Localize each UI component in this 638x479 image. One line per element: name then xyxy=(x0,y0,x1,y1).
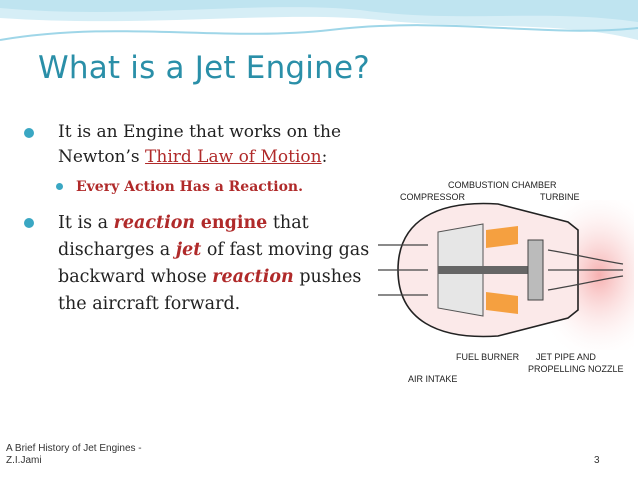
sub-bullet-text: Every Action Has a Reaction. xyxy=(76,179,303,195)
bullet-dot-icon xyxy=(24,128,34,138)
bullet2-reaction-2: reaction xyxy=(212,267,294,287)
bullet2-t1: It is a xyxy=(58,213,114,233)
header-wave-decoration xyxy=(0,0,638,41)
label-compressor: COMPRESSOR xyxy=(400,192,466,202)
bullet2-jet: jet xyxy=(175,240,202,260)
footer-line-2: Z.I.Jami xyxy=(6,455,42,466)
bullet2-engine: engine xyxy=(200,213,268,233)
footer-line-1: A Brief History of Jet Engines - xyxy=(6,443,142,454)
combustion-flame-bottom xyxy=(486,292,518,314)
page-number: 3 xyxy=(594,455,600,466)
bullet2-t4: of fast moving gas backward whose xyxy=(58,240,370,287)
label-air-intake: AIR INTAKE xyxy=(408,374,457,384)
bullet-newton: It is an Engine that works on the Newton… xyxy=(24,120,376,170)
turbine-section xyxy=(527,239,544,301)
bullet2-reaction-1: reaction xyxy=(113,213,196,233)
slide-body: It is an Engine that works on the Newton… xyxy=(24,120,376,318)
label-nozzle: PROPELLING NOZZLE xyxy=(528,364,624,374)
jet-engine-diagram: COMBUSTION CHAMBER COMPRESSOR TURBINE FU… xyxy=(378,180,634,384)
label-turbine: TURBINE xyxy=(540,192,580,202)
sub-bullet-reaction: Every Action Has a Reaction. xyxy=(24,176,376,198)
label-fuel-burner: FUEL BURNER xyxy=(456,352,520,362)
slide-title: What is a Jet Engine? xyxy=(38,50,370,86)
bullet2-t5: pushes the aircraft forward. xyxy=(58,267,362,314)
airflow-arrows xyxy=(378,244,624,296)
third-law-link[interactable]: Third Law of Motion xyxy=(145,147,322,167)
engine-shaft xyxy=(438,266,538,274)
bullet-dot-icon xyxy=(24,218,34,228)
bullet-newton-colon: : xyxy=(321,147,328,167)
footer-caption: A Brief History of Jet Engines - Z.I.Jam… xyxy=(6,443,142,467)
bullet-newton-text: It is an Engine that works on the Newton… xyxy=(58,122,342,167)
combustion-flame-top xyxy=(486,226,518,248)
sub-bullet-dot-icon xyxy=(56,183,63,190)
label-jet-pipe: JET PIPE AND xyxy=(536,352,596,362)
bullet2-t3: that discharges a xyxy=(58,213,309,260)
label-combustion: COMBUSTION CHAMBER xyxy=(448,180,557,190)
bullet-reaction-engine: It is a reaction engine that discharges … xyxy=(24,210,376,318)
